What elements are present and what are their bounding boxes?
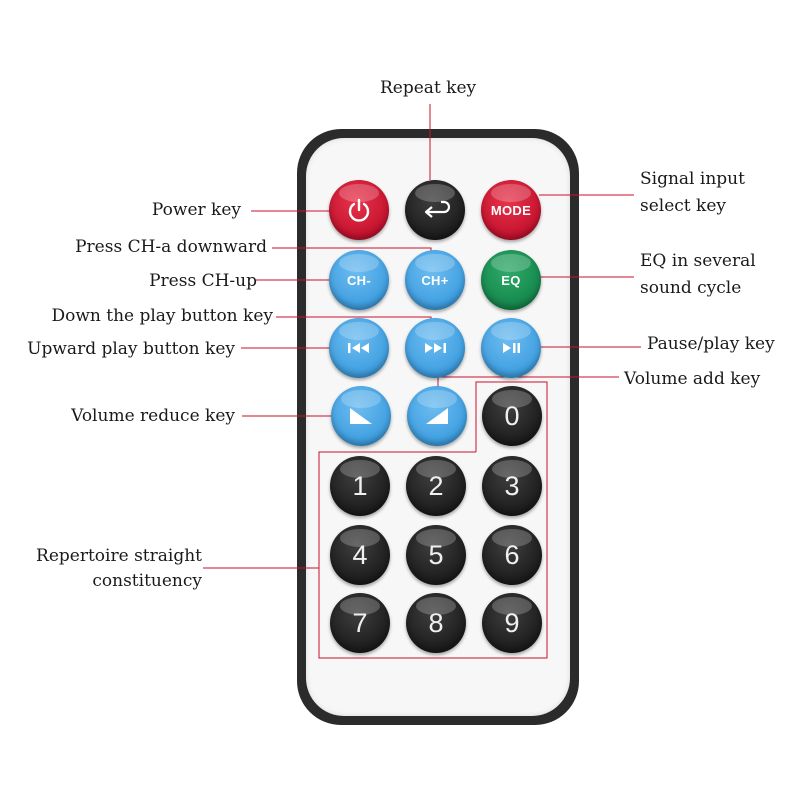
eq-button[interactable]: EQ bbox=[481, 250, 541, 310]
digit-5-button[interactable]: 5 bbox=[406, 525, 466, 585]
down-play-label: Down the play button key bbox=[51, 306, 273, 326]
volume-up-button[interactable] bbox=[407, 386, 467, 446]
mode-button-label: MODE bbox=[490, 202, 532, 218]
digit-6-label: 6 bbox=[504, 539, 520, 570]
pause-play-label: Pause/play key bbox=[647, 334, 775, 354]
volume-up-icon bbox=[426, 408, 448, 424]
ch-down-label: Press CH-a downward bbox=[75, 237, 267, 257]
digit-7-button[interactable]: 7 bbox=[330, 593, 390, 653]
digit-0-label: 0 bbox=[504, 400, 520, 431]
ch-minus-button[interactable]: CH- bbox=[329, 250, 389, 310]
eq-label-line1: EQ in several bbox=[640, 251, 756, 271]
power-button[interactable] bbox=[329, 180, 389, 240]
next-track-icon bbox=[425, 343, 446, 353]
digit-8-label: 8 bbox=[428, 607, 444, 638]
volume-down-button[interactable] bbox=[331, 386, 391, 446]
eq-label: EQ bbox=[501, 272, 521, 288]
repeat-key-label: Repeat key bbox=[380, 78, 477, 98]
volume-add-label: Volume add key bbox=[624, 369, 761, 389]
digit-9-button[interactable]: 9 bbox=[482, 593, 542, 653]
ch-plus-button[interactable]: CH+ bbox=[405, 250, 465, 310]
digit-4-label: 4 bbox=[352, 539, 368, 570]
ch-up-label: Press CH-up bbox=[149, 271, 257, 291]
digit-0-button[interactable]: 0 bbox=[482, 386, 542, 446]
power-key-label: Power key bbox=[151, 200, 241, 220]
return-arrow-icon bbox=[424, 200, 450, 218]
play-pause-button[interactable] bbox=[481, 318, 541, 378]
digit-1-button[interactable]: 1 bbox=[330, 456, 390, 516]
power-icon bbox=[348, 198, 370, 222]
digit-4-button[interactable]: 4 bbox=[330, 525, 390, 585]
repeat-button[interactable] bbox=[405, 180, 465, 240]
previous-button[interactable] bbox=[329, 318, 389, 378]
ch-minus-label: CH- bbox=[346, 272, 371, 288]
digit-8-button[interactable]: 8 bbox=[406, 593, 466, 653]
mode-button[interactable]: MODE bbox=[481, 180, 541, 240]
signal-input-label-line1: Signal input bbox=[640, 169, 745, 189]
volume-down-icon bbox=[350, 408, 372, 424]
play-pause-icon bbox=[503, 343, 520, 353]
digit-5-label: 5 bbox=[428, 539, 444, 570]
volume-reduce-label: Volume reduce key bbox=[71, 406, 235, 426]
digit-3-label: 3 bbox=[504, 470, 520, 501]
digit-3-button[interactable]: 3 bbox=[482, 456, 542, 516]
digit-2-button[interactable]: 2 bbox=[406, 456, 466, 516]
digit-group-bracket bbox=[318, 381, 548, 659]
digit-1-label: 1 bbox=[352, 470, 368, 501]
digit-7-label: 7 bbox=[352, 607, 368, 638]
repertoire-label-line2: constituency bbox=[92, 571, 202, 591]
upward-play-label: Upward play button key bbox=[27, 339, 235, 359]
ch-plus-label: CH+ bbox=[421, 272, 449, 288]
next-button[interactable] bbox=[405, 318, 465, 378]
digit-9-label: 9 bbox=[504, 607, 520, 638]
digit-6-button[interactable]: 6 bbox=[482, 525, 542, 585]
eq-label-line2: sound cycle bbox=[640, 278, 742, 298]
digit-2-label: 2 bbox=[428, 470, 444, 501]
repertoire-label-line1: Repertoire straight bbox=[36, 546, 202, 566]
previous-track-icon bbox=[348, 343, 369, 353]
signal-input-label-line2: select key bbox=[640, 196, 727, 216]
